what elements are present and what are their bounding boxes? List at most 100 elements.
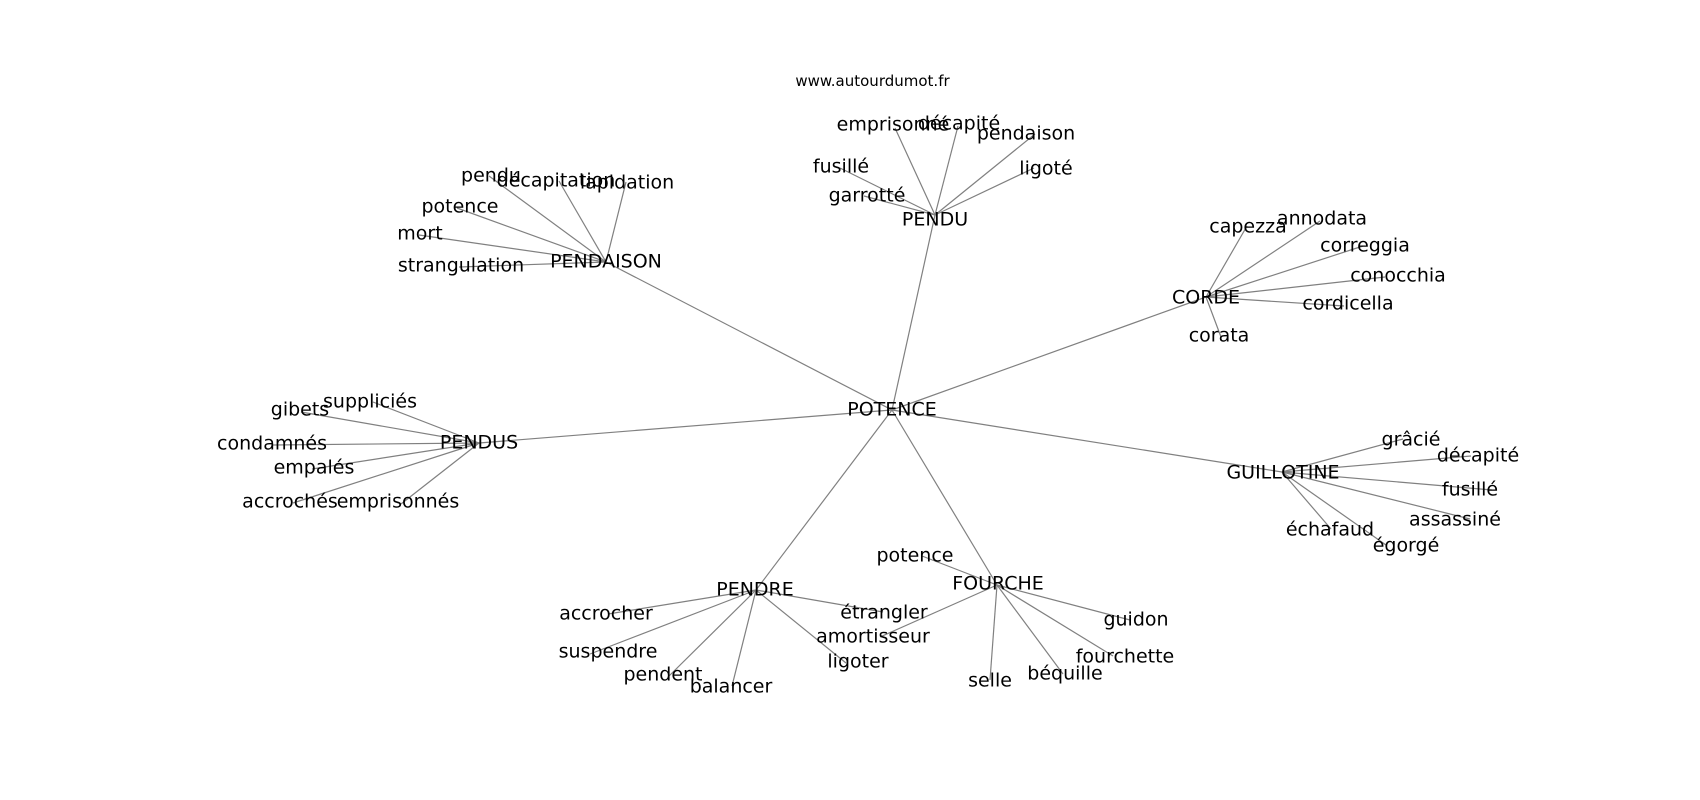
leaf-word-pendre-5[interactable]: ligoter [827,651,888,673]
hub-word-pendaison[interactable]: PENDAISON [550,251,662,273]
edge-center-guillotine [891,409,1283,473]
hub-word-fourche[interactable]: FOURCHE [952,573,1044,595]
leaf-word-pendaison-3[interactable]: potence [421,196,498,218]
leaf-word-pendus-1[interactable]: gibets [271,399,329,421]
edge-pendu-5 [934,167,1035,216]
leaf-word-corde-3[interactable]: conocchia [1350,265,1446,287]
edge-guillotine-3 [1281,471,1471,520]
leaf-word-corde-5[interactable]: corata [1189,325,1250,347]
edge-fourche-3 [996,584,1064,675]
leaf-word-pendu-2[interactable]: pendaison [977,123,1075,145]
leaf-word-pendu-3[interactable]: fusillé [813,156,869,178]
edge-pendu-0 [894,127,936,216]
edge-pendus-1 [300,411,480,444]
edge-pendre-2 [668,589,757,677]
edge-guillotine-1 [1281,455,1472,473]
edge-center-pendaison [605,261,893,411]
edge-pendre-1 [589,589,757,655]
leaf-word-pendre-0[interactable]: accrocher [559,603,653,625]
leaf-word-fourche-2[interactable]: selle [968,670,1012,692]
edge-pendu-3 [839,167,936,216]
hub-word-pendus[interactable]: PENDUS [440,432,518,454]
edge-pendu-4 [863,195,936,216]
hub-word-corde[interactable]: CORDE [1172,287,1240,309]
edge-fourche-2 [989,584,998,681]
leaf-word-corde-2[interactable]: correggia [1320,235,1410,257]
leaf-word-pendaison-2[interactable]: lapidation [580,172,674,194]
leaf-word-guillotine-0[interactable]: grâcié [1382,429,1441,451]
site-url: www.autourdumot.fr [795,72,950,90]
edge-corde-3 [1205,276,1386,298]
leaf-word-pendaison-1[interactable]: décapitation [497,170,616,192]
edge-fourche-5 [996,584,1131,621]
leaf-word-pendus-5[interactable]: emprisonnés [337,491,460,513]
edge-pendre-4 [755,589,884,613]
leaf-word-pendre-4[interactable]: étrangler [840,602,928,624]
edge-corde-0 [1205,225,1248,298]
leaf-word-fourche-4[interactable]: fourchette [1076,646,1175,668]
center-word[interactable]: POTENCE [847,399,937,421]
leaf-word-guillotine-1[interactable]: décapité [1437,445,1519,467]
edge-fourche-4 [996,584,1114,657]
leaf-word-pendu-4[interactable]: garrotté [829,185,906,207]
leaf-word-guillotine-3[interactable]: assassiné [1409,509,1501,531]
edge-corde-5 [1205,296,1222,338]
leaf-word-fourche-1[interactable]: amortisseur [816,626,930,648]
hub-word-guillotine[interactable]: GUILLOTINE [1226,462,1339,484]
edge-fourche-0 [921,555,998,586]
leaf-word-guillotine-5[interactable]: égorgé [1373,535,1440,557]
graph-edges [272,125,1493,687]
edge-pendaison-2 [605,181,627,263]
edge-pendre-0 [607,589,757,615]
leaf-word-pendus-2[interactable]: condamnés [217,433,327,455]
edge-center-pendus [478,409,893,444]
graph-labels: emprisonnédécapitépendaisonfusillégarrot… [217,113,1519,698]
edge-pendaison-4 [418,234,607,263]
edge-corde-4 [1205,296,1345,307]
leaf-word-pendu-5[interactable]: ligoté [1019,158,1072,180]
edge-pendaison-1 [558,180,607,263]
leaf-word-pendus-3[interactable]: empalés [274,457,355,479]
leaf-word-pendu-0[interactable]: emprisonné [837,114,950,136]
edge-corde-1 [1205,220,1321,298]
edge-fourche-1 [879,584,998,638]
edge-corde-2 [1205,245,1364,298]
edge-pendu-2 [934,133,1036,216]
leaf-word-fourche-0[interactable]: potence [876,545,953,567]
leaf-word-pendaison-0[interactable]: pendu [461,165,521,187]
edge-guillotine-5 [1281,471,1387,546]
edge-center-corde [891,296,1207,411]
leaf-word-fourche-3[interactable]: béquille [1027,663,1102,685]
edge-center-fourche [891,409,998,586]
leaf-word-pendre-1[interactable]: suspendre [559,641,658,663]
edge-pendus-2 [272,442,480,446]
hub-word-pendre[interactable]: PENDRE [716,579,794,601]
leaf-word-pendaison-4[interactable]: mort [397,223,442,245]
leaf-word-corde-4[interactable]: cordicella [1302,293,1393,315]
edge-pendus-0 [372,401,480,444]
leaf-word-pendaison-5[interactable]: strangulation [398,255,524,277]
edge-pendus-5 [400,442,480,505]
leaf-word-guillotine-2[interactable]: fusillé [1442,479,1498,501]
edge-pendus-4 [292,442,480,504]
leaf-word-pendus-0[interactable]: suppliciés [323,391,417,413]
hub-word-pendu[interactable]: PENDU [902,209,968,231]
leaf-word-corde-0[interactable]: capezza [1209,216,1286,238]
edge-pendaison-0 [488,175,607,263]
edge-pendaison-5 [458,261,607,268]
leaf-word-corde-1[interactable]: annodata [1277,208,1367,230]
edge-pendre-5 [755,589,847,664]
edge-pendre-3 [731,589,757,687]
leaf-word-pendu-1[interactable]: décapité [918,113,1000,135]
leaf-word-pendus-4[interactable]: accrochés [242,491,338,513]
edge-guillotine-2 [1281,471,1493,491]
leaf-word-pendre-3[interactable]: balancer [690,676,773,698]
leaf-word-fourche-5[interactable]: guidon [1103,609,1168,631]
edge-pendu-1 [934,125,959,216]
edge-pendus-3 [311,442,480,470]
leaf-word-guillotine-4[interactable]: échafaud [1286,519,1374,541]
edge-guillotine-0 [1281,438,1404,473]
edge-center-pendu [891,214,936,411]
leaf-word-pendre-2[interactable]: pendent [623,664,702,686]
